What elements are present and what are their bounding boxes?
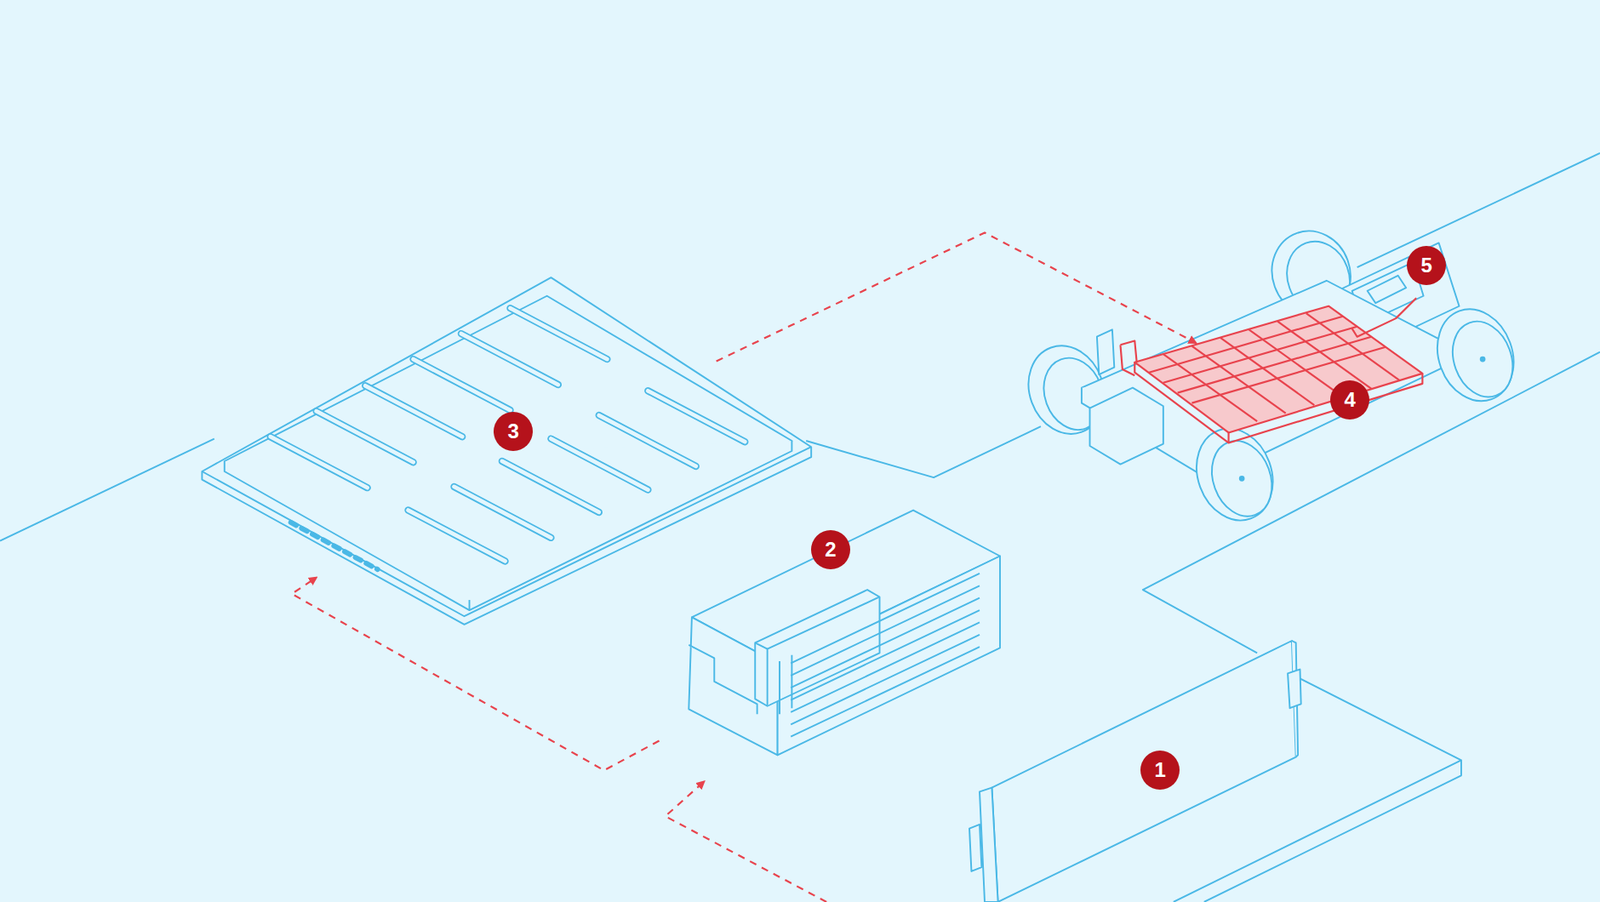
flow-arrows [291,232,1196,902]
vehicle-chassis [1016,219,1526,532]
callout-number: 3 [493,411,533,452]
battery-cell [969,640,1302,902]
pack-slots [270,308,746,570]
pack-in-vehicle [1120,297,1423,443]
callout-number: 4 [1330,380,1370,420]
callout-number: 2 [811,530,851,570]
battery-module [688,510,1000,756]
callout-number: 5 [1406,245,1446,286]
ground-lines [0,153,1600,902]
battery-pack [201,277,812,625]
